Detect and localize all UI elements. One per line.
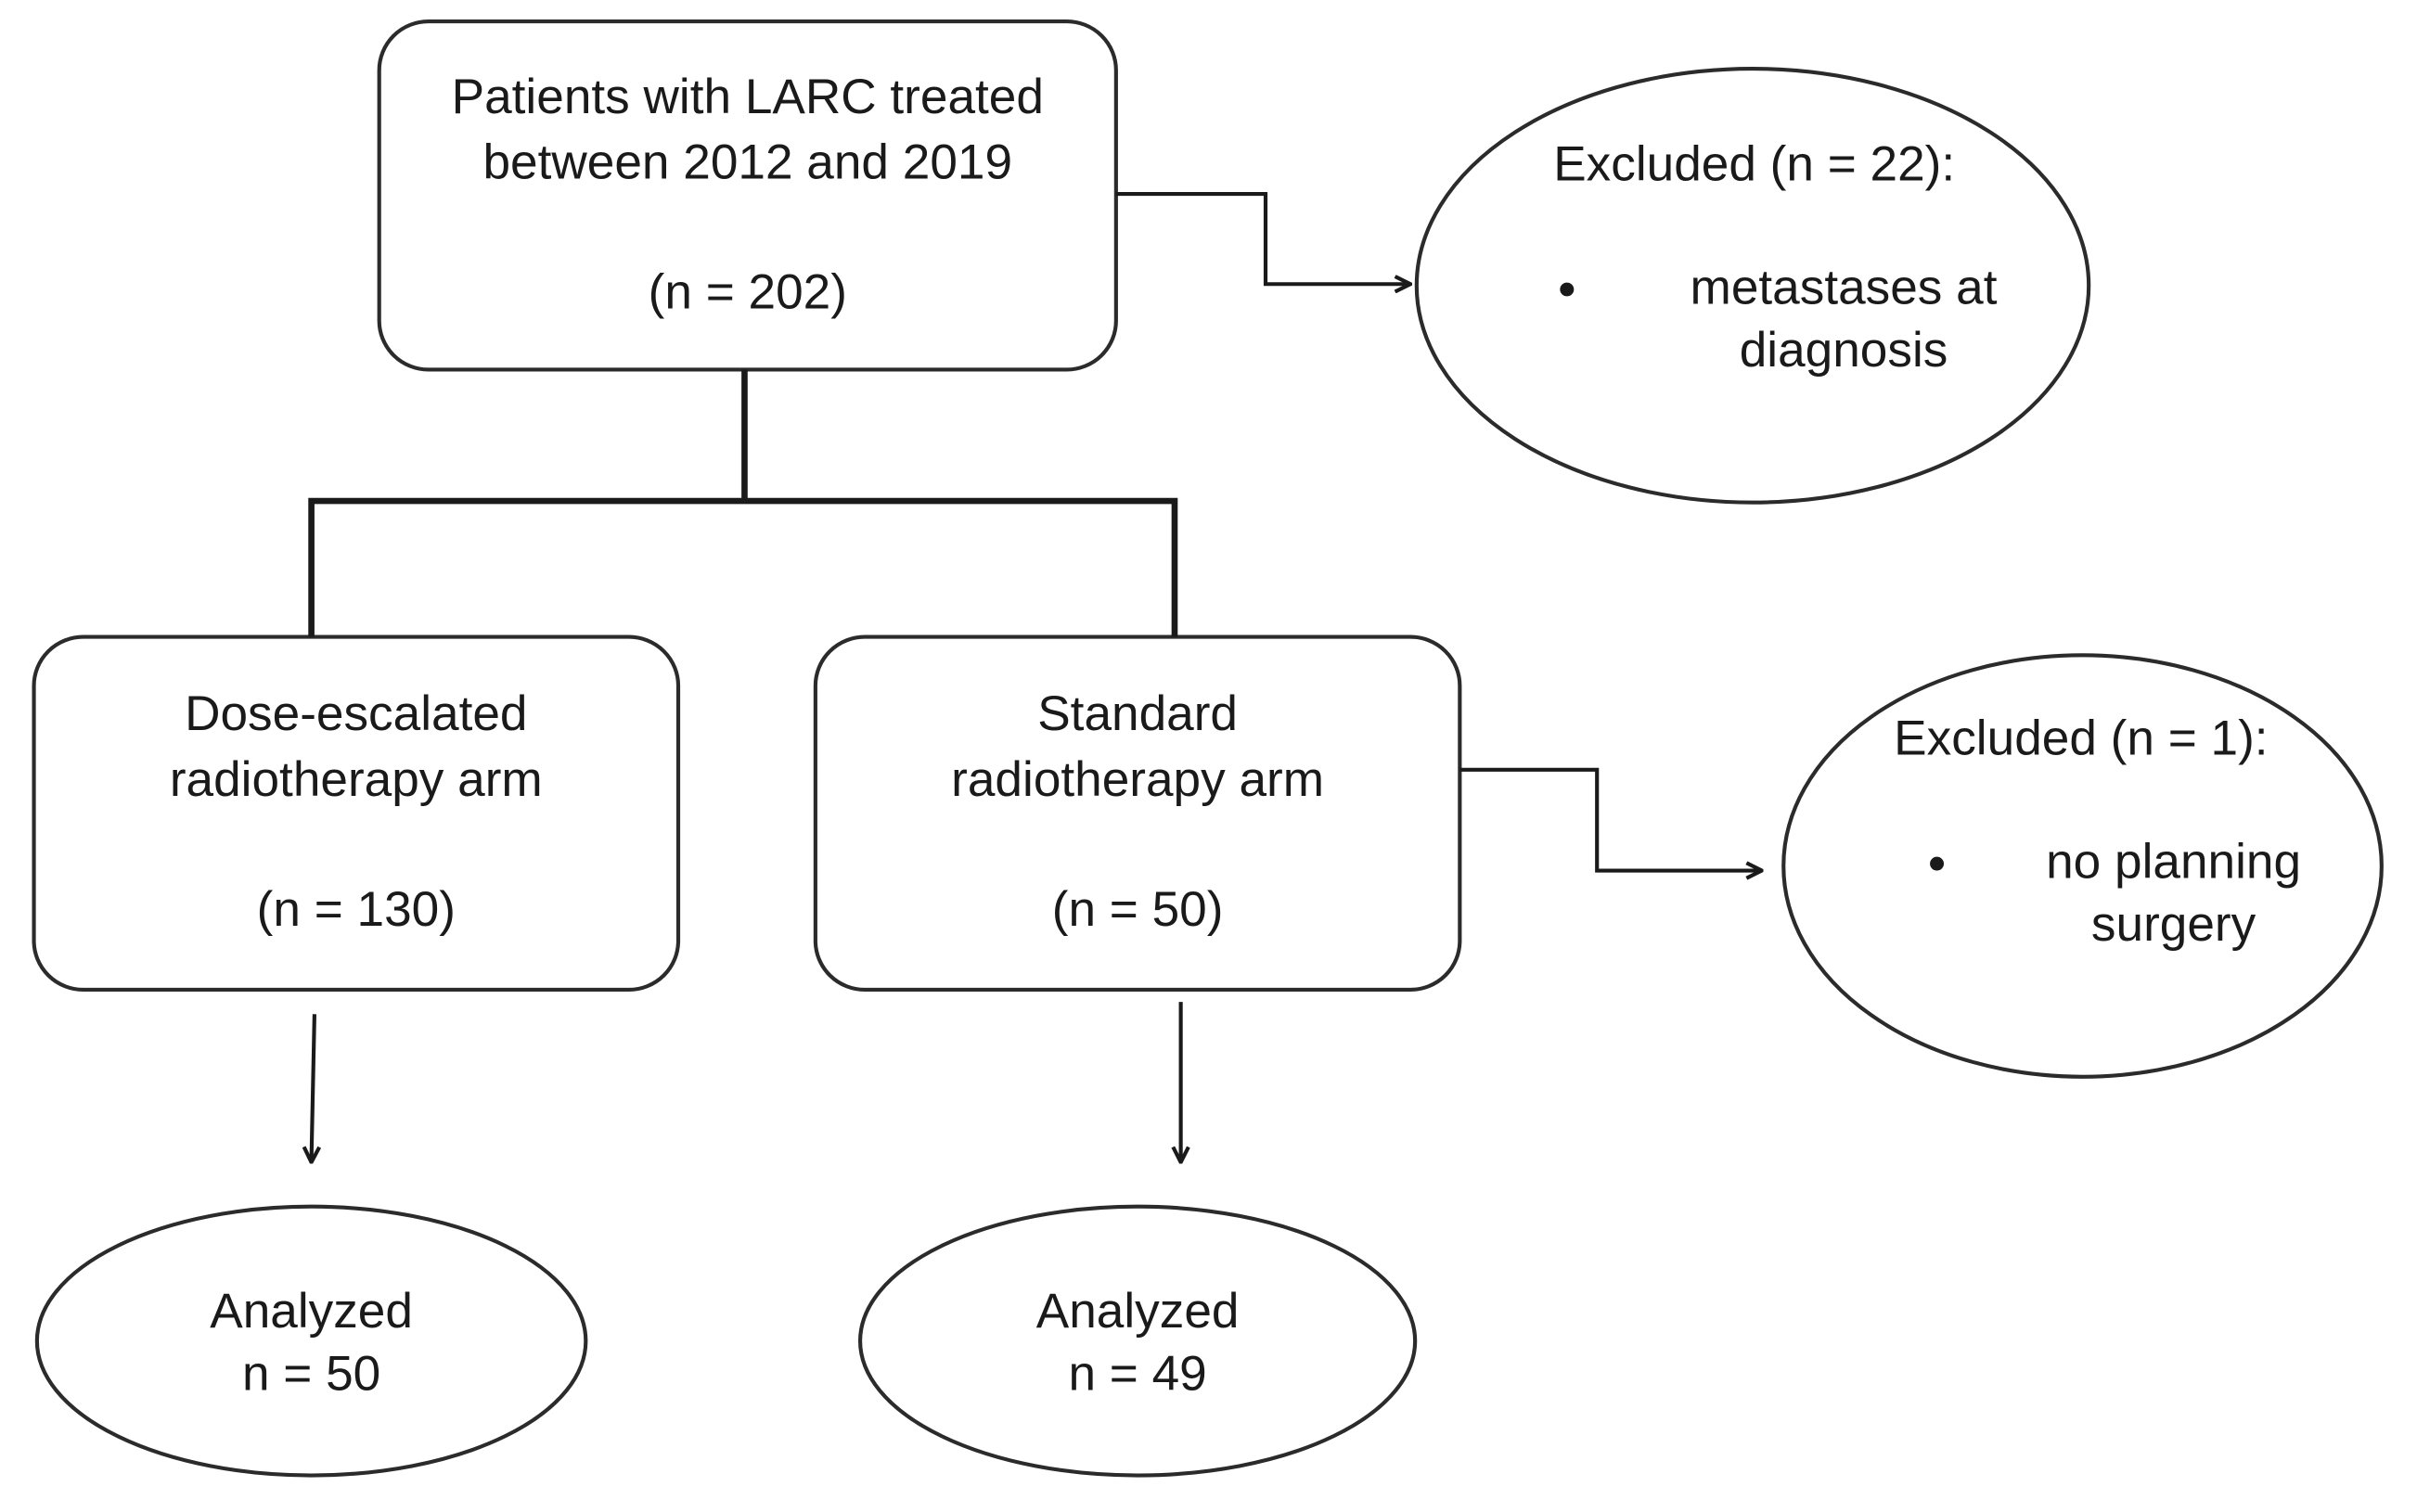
exclusion-top-reason-line2: diagnosis xyxy=(1739,322,1948,378)
arrow-to-analyzed-dose-escalated xyxy=(312,1014,315,1160)
exclusion-top-reason-line1: metastases at xyxy=(1690,259,1998,315)
analyzed-dose-escalated-line2: n = 50 xyxy=(241,1345,381,1401)
standard-title-line1: Standard xyxy=(1037,686,1239,741)
source-title-line1: Patients with LARC treated xyxy=(451,69,1044,124)
split-connector-left xyxy=(308,497,745,637)
exclusion-standard-reason: no planning surgery xyxy=(1911,831,2359,968)
exclusion-standard-reason-line1: no planning xyxy=(2046,833,2302,890)
split-connector-right xyxy=(744,497,1178,637)
dose-escalated-arm-label: Dose-escalated radiotherapy arm (n = 130… xyxy=(34,681,678,942)
bullet-icon xyxy=(1560,282,1575,297)
exclusion-ellipse-top xyxy=(1414,67,2091,505)
standard-arm-box xyxy=(813,634,1462,992)
exclusion-standard-title: Excluded (n = 1): xyxy=(1894,710,2269,765)
source-count: (n = 202) xyxy=(648,263,847,320)
arrow-to-exclusion-top xyxy=(1115,192,1409,284)
exclusion-top-title: Excluded (n = 22): xyxy=(1553,135,1956,191)
exclusion-top-reason: metastases at diagnosis xyxy=(1541,257,2065,394)
exclusion-top-reason-text: metastases at diagnosis xyxy=(1659,257,2029,382)
analyzed-dose-escalated-label: Analyzed n = 50 xyxy=(37,1280,585,1405)
exclusion-standard-reason-line2: surgery xyxy=(2090,896,2256,952)
dose-escalated-count: (n = 130) xyxy=(256,881,456,937)
standard-arm-label: Standard radiotherapy arm (n = 50) xyxy=(816,681,1459,942)
standard-count: (n = 50) xyxy=(1051,881,1224,937)
dose-escalated-arm-box xyxy=(32,634,681,992)
analyzed-dose-escalated-line1: Analyzed xyxy=(210,1283,413,1339)
analyzed-standard-label: Analyzed n = 49 xyxy=(860,1280,1415,1405)
exclusion-ellipse-standard xyxy=(1781,653,2384,1079)
dose-escalated-title-line2: radiotherapy arm xyxy=(169,751,543,807)
analyzed-standard-line1: Analyzed xyxy=(1035,1283,1240,1339)
analyzed-ellipse-dose-escalated xyxy=(34,1204,588,1478)
dose-escalated-title-line1: Dose-escalated xyxy=(185,686,528,741)
source-box-label: Patients with LARC treated between 2012 … xyxy=(379,64,1116,326)
standard-title-line2: radiotherapy arm xyxy=(951,751,1325,807)
bullet-icon xyxy=(1930,856,1945,871)
arrow-to-exclusion-standard xyxy=(1459,767,1760,871)
source-title-line2: between 2012 and 2019 xyxy=(482,134,1013,190)
analyzed-ellipse-standard xyxy=(857,1204,1418,1478)
analyzed-standard-line2: n = 49 xyxy=(1068,1345,1207,1401)
exclusion-standard-reason-text: no planning surgery xyxy=(2019,831,2327,956)
